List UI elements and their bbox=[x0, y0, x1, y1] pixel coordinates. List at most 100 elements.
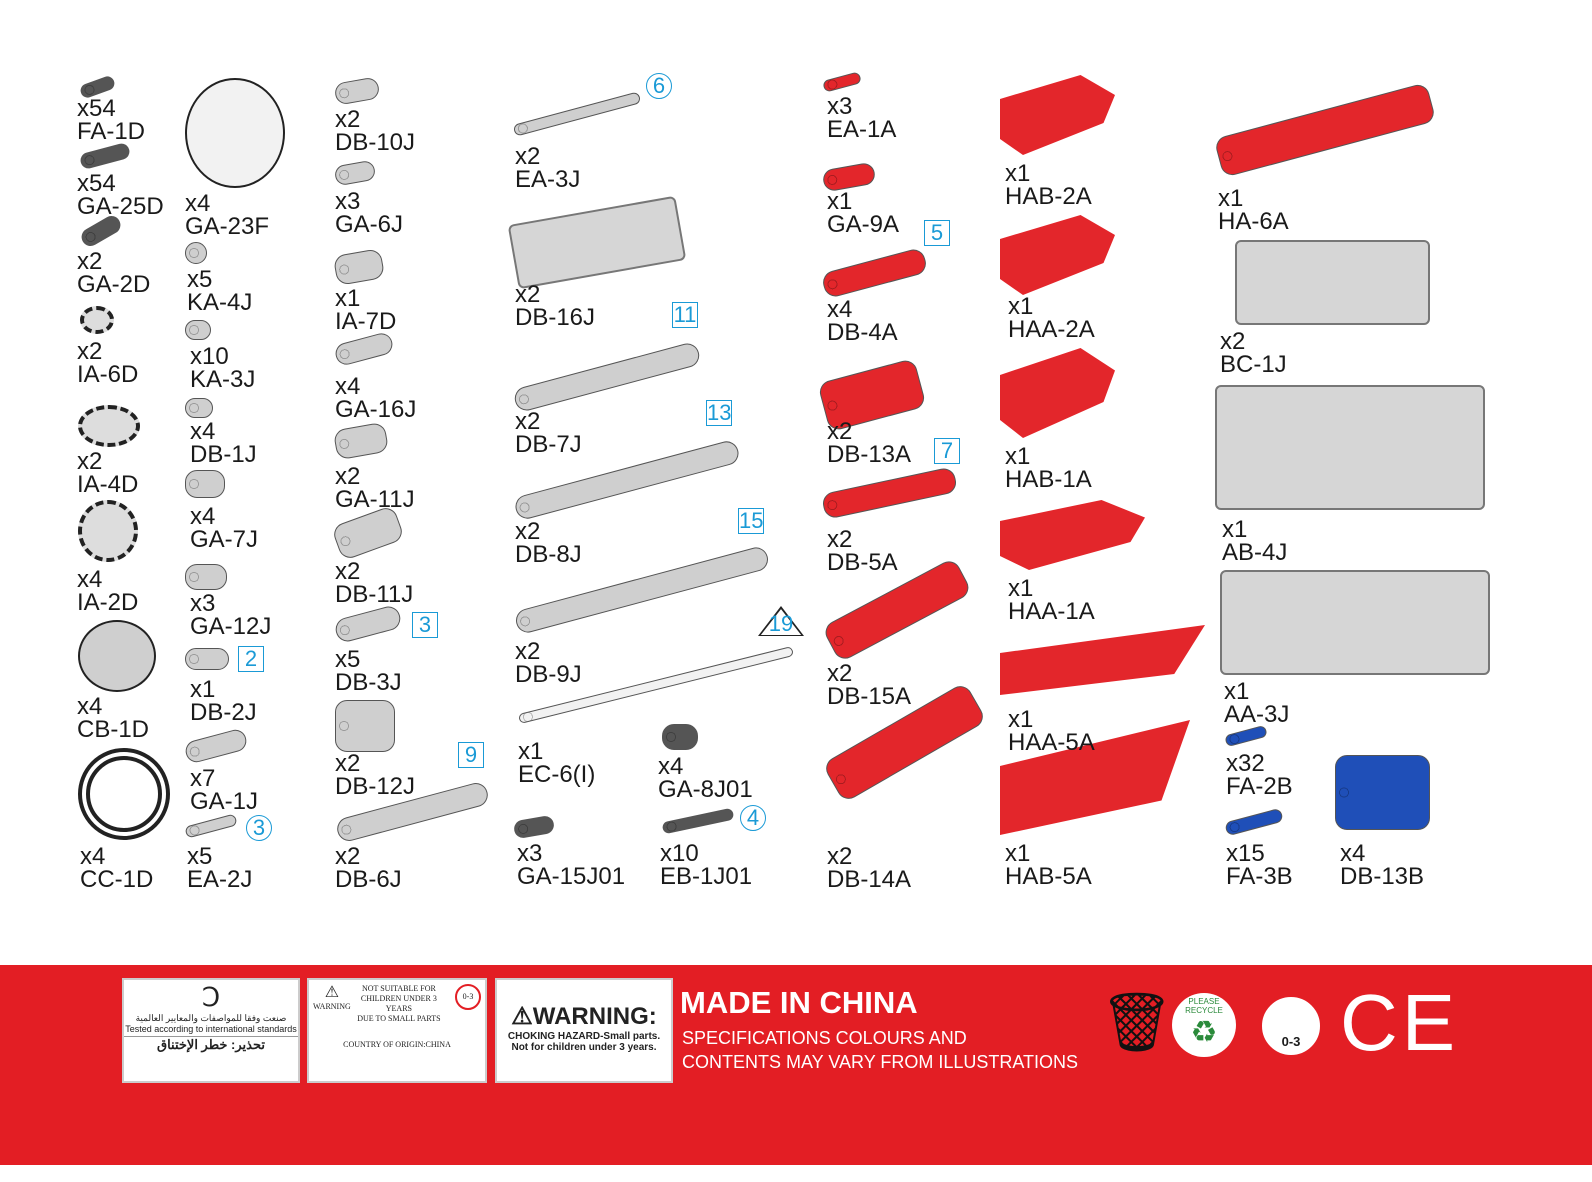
part-quantity: x15 bbox=[1226, 840, 1265, 867]
ga-15j01-part-image bbox=[512, 814, 556, 840]
db-1j-part-image bbox=[185, 398, 213, 418]
part-code: HAB-1A bbox=[1005, 466, 1092, 493]
db-4a-part-image bbox=[820, 246, 929, 300]
length-badge: 2 bbox=[238, 646, 264, 672]
part-code: GA-6J bbox=[335, 211, 404, 238]
part-quantity: x3 bbox=[517, 840, 543, 867]
part-code: KA-3J bbox=[190, 366, 256, 393]
part-code: EA-3J bbox=[515, 166, 581, 193]
part-quantity: x54 bbox=[77, 170, 116, 197]
part-code: GA-7J bbox=[190, 526, 259, 553]
part-code: HAB-5A bbox=[1005, 863, 1092, 890]
part-quantity: x1 bbox=[827, 188, 853, 215]
part-code: HAA-1A bbox=[1008, 598, 1095, 625]
part-quantity: x1 bbox=[335, 285, 361, 312]
made-in-china: MADE IN CHINA bbox=[680, 985, 918, 1020]
part-code: EC-6(I) bbox=[518, 761, 596, 788]
part-quantity: x4 bbox=[335, 373, 361, 400]
part-code: FA-2B bbox=[1226, 773, 1293, 800]
ga-23f-part-image bbox=[185, 78, 285, 188]
part-quantity: x32 bbox=[1226, 750, 1265, 777]
part-code: DB-14A bbox=[827, 866, 912, 893]
part-code: DB-7J bbox=[515, 431, 582, 458]
ha-6a-part-image bbox=[1213, 82, 1437, 178]
part-code: EA-1A bbox=[827, 116, 897, 143]
part-quantity: x2 bbox=[827, 660, 853, 687]
standards-card: Ↄ صنعت وفقا للمواصفات والمعايير العالمية… bbox=[122, 978, 300, 1083]
ga-16j-part-image bbox=[333, 330, 395, 368]
spec-line-2: CONTENTS MAY VARY FROM ILLUSTRATIONS bbox=[682, 1052, 1079, 1072]
part-code: DB-13B bbox=[1340, 863, 1425, 890]
part-code: GA-23F bbox=[185, 213, 270, 240]
ce-mark-icon: CE bbox=[1340, 978, 1460, 1067]
part-code: GA-25D bbox=[77, 193, 164, 220]
standards-english: Tested according to international standa… bbox=[124, 1024, 298, 1037]
part-quantity: x1 bbox=[1008, 706, 1034, 733]
ea-1a-part-image bbox=[822, 71, 862, 93]
part-quantity: x4 bbox=[80, 843, 106, 870]
part-quantity: x2 bbox=[335, 558, 361, 585]
part-quantity: x2 bbox=[827, 843, 853, 870]
length-badge: 3 bbox=[246, 815, 272, 841]
part-quantity: x4 bbox=[190, 503, 216, 530]
part-code: IA-2D bbox=[77, 589, 139, 616]
haa-1a-part-image bbox=[1000, 500, 1145, 570]
part-code: IA-6D bbox=[77, 361, 139, 388]
length-badge: 9 bbox=[458, 742, 484, 768]
part-quantity: x7 bbox=[190, 765, 216, 792]
country-of-origin: COUNTRY OF ORIGIN:CHINA bbox=[343, 1040, 451, 1049]
part-code: DB-16J bbox=[515, 304, 596, 331]
fa-2b-part-image bbox=[1224, 724, 1268, 748]
warning-title: WARNING: bbox=[532, 1003, 657, 1030]
part-code: DB-15A bbox=[827, 683, 912, 710]
part-code: DB-12J bbox=[335, 773, 416, 800]
part-quantity: x1 bbox=[190, 676, 216, 703]
part-code: DB-2J bbox=[190, 699, 257, 726]
part-code: GA-9A bbox=[827, 211, 900, 238]
length-badge: 15 bbox=[738, 508, 764, 534]
hab-1a-part-image bbox=[1000, 348, 1115, 438]
age-warning-card: ⚠WARNING NOT SUITABLE FOR CHILDREN UNDER… bbox=[307, 978, 487, 1083]
arabic-warning-title: تحذير: خطر الإختناق bbox=[156, 1037, 265, 1052]
eb-1j01-part-image bbox=[661, 807, 735, 835]
part-quantity: x1 bbox=[518, 738, 544, 765]
part-quantity: x3 bbox=[190, 590, 216, 617]
part-quantity: x1 bbox=[1218, 185, 1244, 212]
part-code: DB-5A bbox=[827, 549, 898, 576]
ka-4j-part-image bbox=[185, 242, 207, 264]
part-code: FA-1D bbox=[77, 118, 146, 145]
part-code: AB-4J bbox=[1222, 539, 1288, 566]
length-badge: 19 bbox=[758, 606, 804, 636]
ea-3j-part-image bbox=[512, 91, 642, 137]
part-code: GA-2D bbox=[77, 271, 151, 298]
age-line-2: CHILDREN UNDER 3 YEARS bbox=[360, 994, 437, 1013]
part-quantity: x4 bbox=[77, 693, 103, 720]
ka-3j-part-image bbox=[185, 320, 211, 340]
ia-7d-part-image bbox=[332, 248, 386, 286]
part-code: DB-11J bbox=[335, 581, 414, 608]
choking-warning-card: ⚠WARNING: CHOKING HAZARD-Small parts. No… bbox=[495, 978, 673, 1083]
db-12j-part-image bbox=[335, 700, 395, 752]
part-code: DB-10J bbox=[335, 129, 416, 156]
